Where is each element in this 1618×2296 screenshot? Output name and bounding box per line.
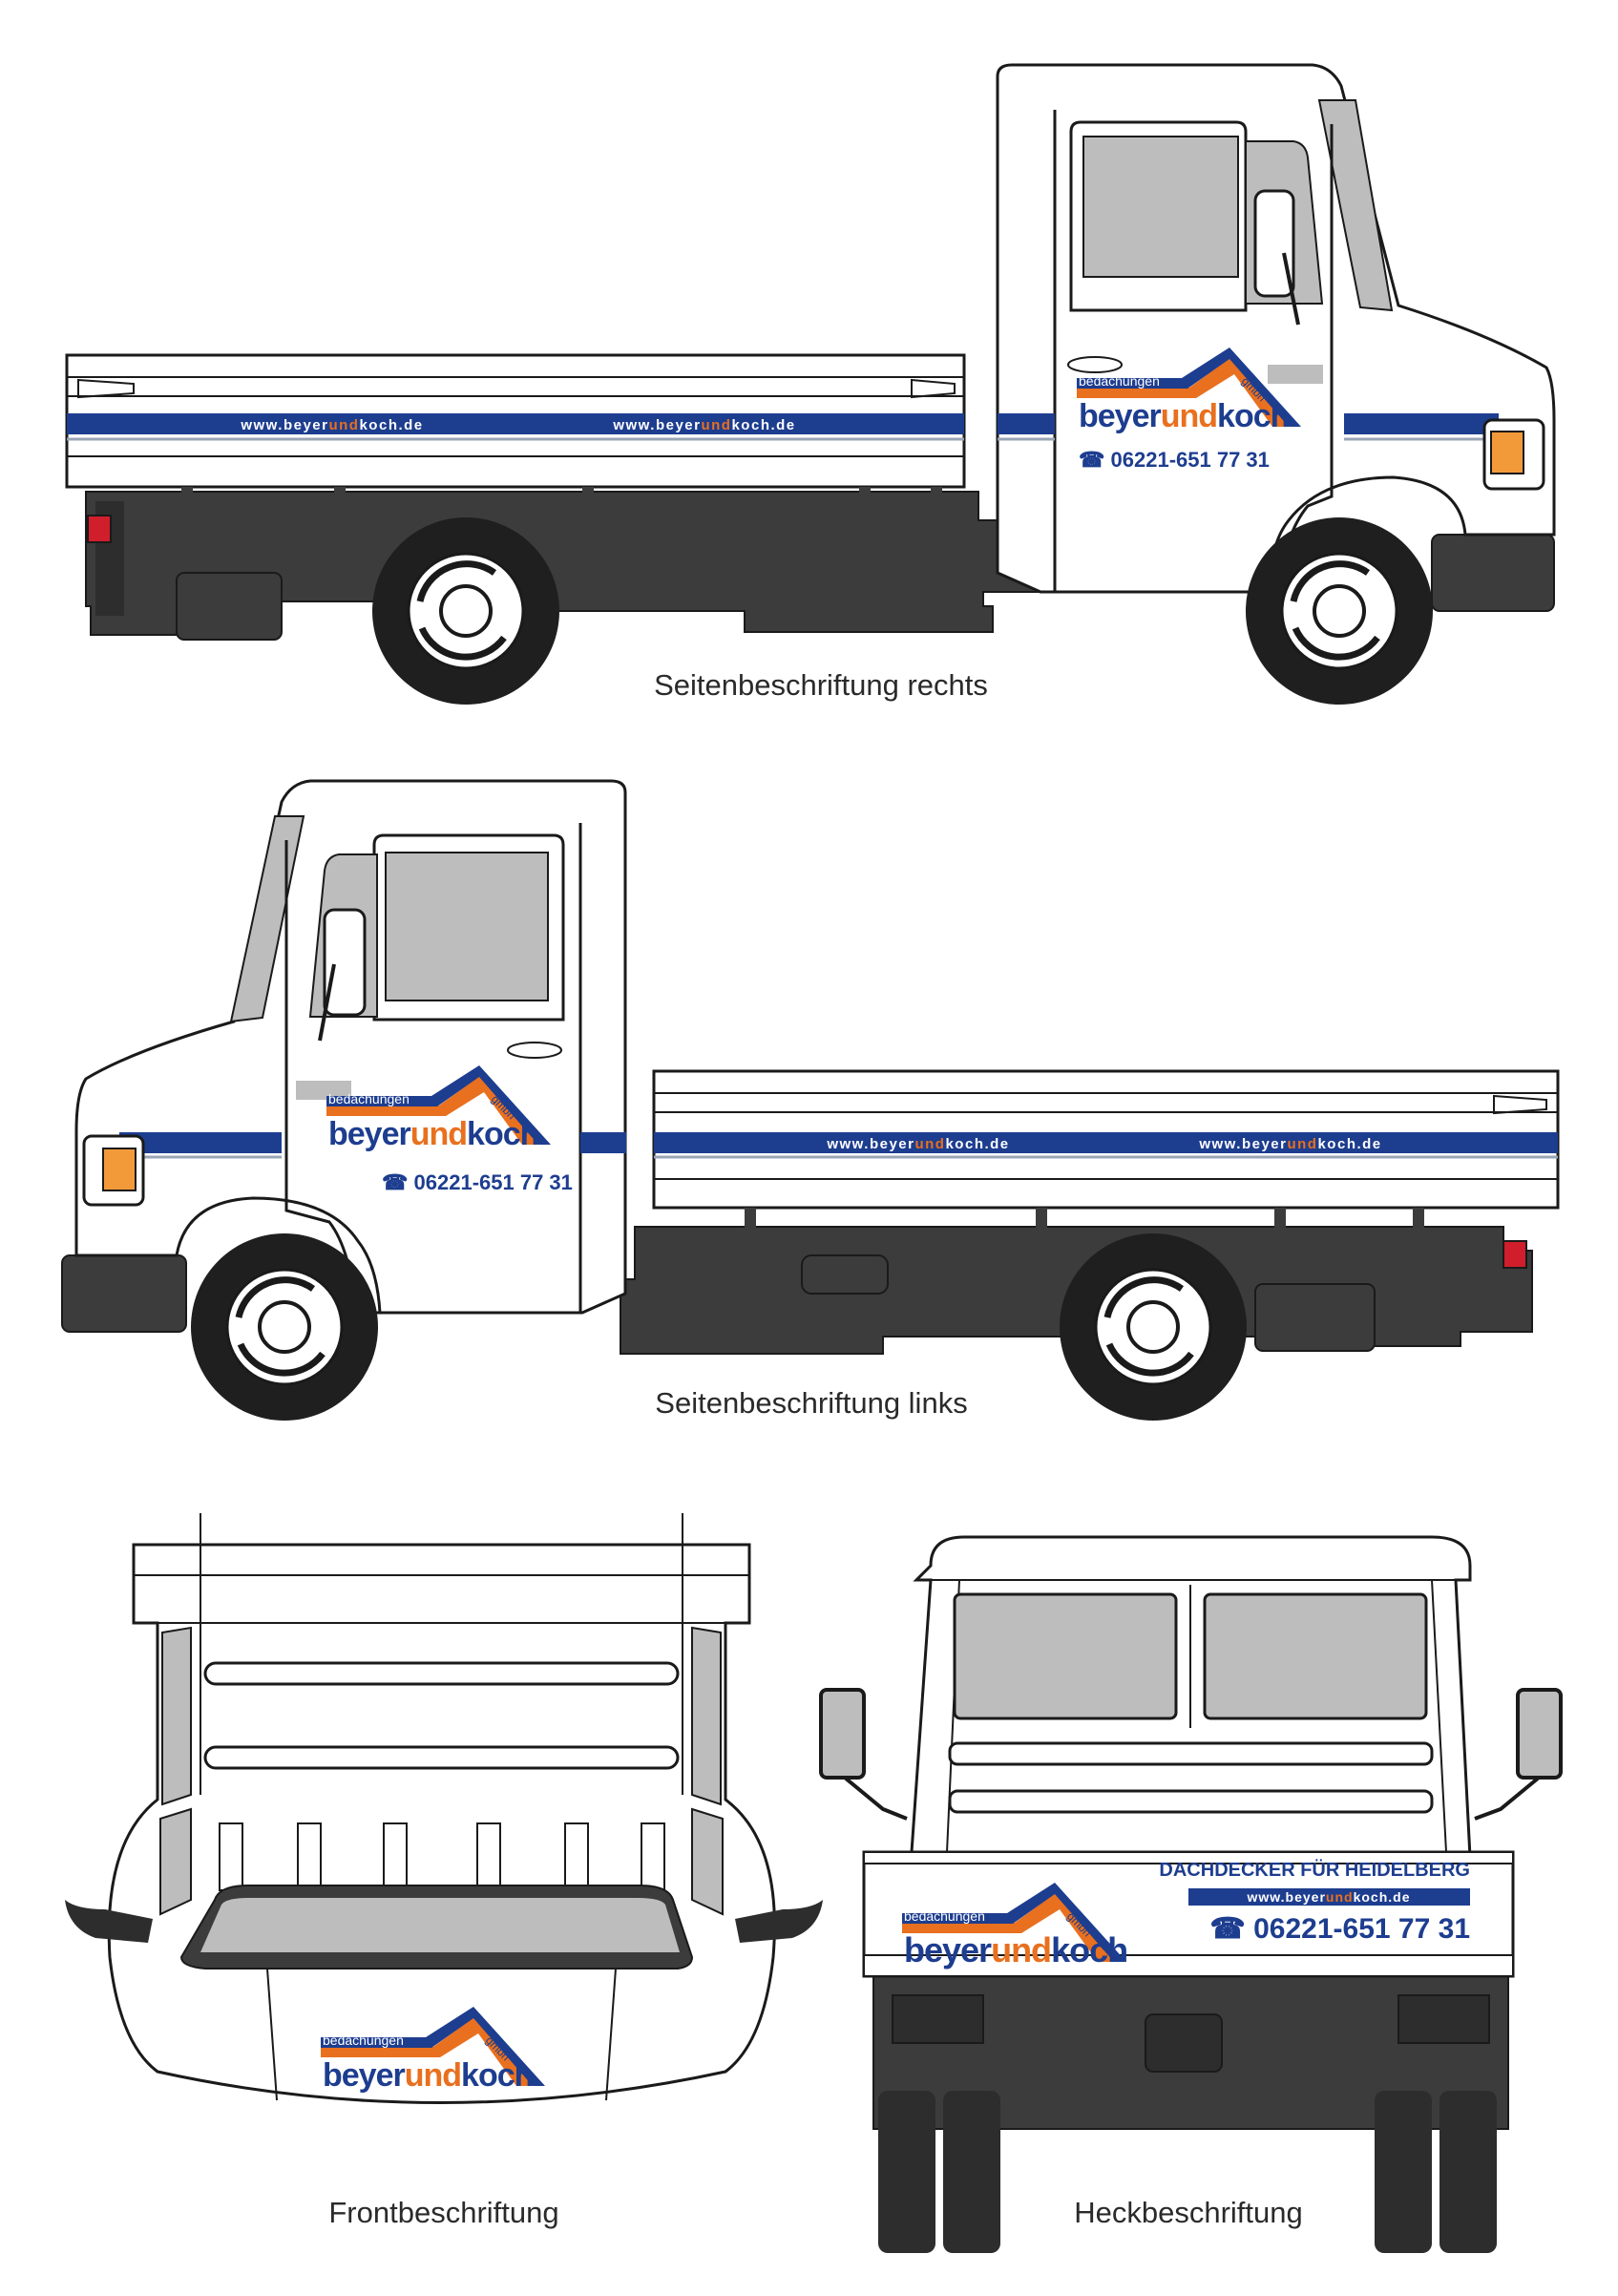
caption-rear: Heckbeschriftung bbox=[1074, 2196, 1303, 2229]
plate-placeholder bbox=[296, 1081, 351, 1100]
tail-light-icon bbox=[1502, 1240, 1527, 1269]
rear-url: www.beyerundkoch.de bbox=[1247, 1889, 1411, 1905]
rear-phone: ☎ 06221-651 77 31 bbox=[1209, 1913, 1470, 1945]
svg-text:beyerundkoch: beyerundkoch bbox=[328, 1116, 538, 1152]
caption-side-left: Seitenbeschriftung links bbox=[655, 1386, 968, 1420]
mirror-icon bbox=[1516, 1688, 1563, 1780]
bed-url-1: www.beyerundkoch.de bbox=[826, 1136, 1009, 1152]
door-logo: bedachungen gmbh beyerundkoch ☎ 06221-65… bbox=[326, 1065, 573, 1194]
truck-rear-view: bedachungen gmbh beyerundkoch DACHDECKER… bbox=[819, 1535, 1563, 2253]
rear-logo: bedachungen gmbh beyerundkoch bbox=[902, 1883, 1128, 1970]
front-logo: bedachungen gmbh beyerundkoch bbox=[321, 2007, 545, 2094]
wheel-icon bbox=[191, 1233, 378, 1421]
wheel-icon bbox=[878, 2091, 935, 2253]
windshield bbox=[200, 1898, 680, 1952]
svg-text:beyerundkoch: beyerundkoch bbox=[323, 2057, 533, 2094]
mirror-icon bbox=[735, 1900, 823, 1943]
blue-stripe bbox=[654, 1132, 1558, 1153]
plate-placeholder bbox=[1268, 365, 1323, 384]
mirror-icon bbox=[323, 908, 367, 1017]
cab-window bbox=[385, 852, 549, 1001]
door-handle bbox=[1067, 356, 1123, 373]
front-body bbox=[107, 1543, 776, 2104]
truck-side-left: www.beyerundkoch.de www.beyerundkoch.de … bbox=[61, 779, 1560, 1421]
wheel-icon bbox=[1246, 517, 1433, 705]
blue-stripe bbox=[67, 413, 964, 434]
bed-url-2: www.beyerundkoch.de bbox=[1198, 1136, 1381, 1152]
svg-text:bedachungen: bedachungen bbox=[1079, 373, 1160, 389]
mirror-icon bbox=[1253, 189, 1295, 298]
fuel-tank bbox=[1254, 1283, 1376, 1352]
windshield bbox=[1317, 99, 1394, 312]
rear-slogan: DACHDECKER FÜR HEIDELBERG bbox=[1159, 1859, 1470, 1881]
mirror-icon bbox=[819, 1688, 866, 1780]
cab-window bbox=[161, 1626, 192, 1806]
rear-window-right bbox=[1203, 1592, 1428, 1720]
mirror-icon bbox=[65, 1900, 153, 1943]
door-logo: bedachungen gmbh beyerundkoch ☎ 06221-65… bbox=[1077, 348, 1301, 472]
truck-front-view: bedachungen gmbh beyerundkoch bbox=[65, 1513, 823, 2104]
svg-text:beyerundkoch: beyerundkoch bbox=[904, 1930, 1127, 1970]
door-handle bbox=[507, 1042, 562, 1059]
caption-front: Frontbeschriftung bbox=[328, 2196, 559, 2229]
phone-icon: ☎ bbox=[1209, 1913, 1245, 1945]
tow-hitch bbox=[1145, 2013, 1223, 2073]
wheel-icon bbox=[372, 517, 559, 705]
cab-window bbox=[1082, 136, 1239, 278]
cab-window bbox=[691, 1626, 722, 1806]
rear-window-left bbox=[953, 1592, 1178, 1720]
wheel-icon bbox=[1439, 2091, 1497, 2253]
phone-icon: ☎ bbox=[382, 1170, 408, 1194]
fuel-tank bbox=[176, 572, 283, 641]
bed-url-2: www.beyerundkoch.de bbox=[612, 417, 795, 433]
bed-url-1: www.beyerundkoch.de bbox=[240, 417, 423, 433]
svg-text:☎ 06221-651 77 31: ☎ 06221-651 77 31 bbox=[382, 1170, 573, 1194]
svg-text:beyerundkoch: beyerundkoch bbox=[1079, 398, 1289, 434]
truck-side-right: www.beyerundkoch.de www.beyerundkoch.de … bbox=[65, 63, 1556, 705]
svg-text:bedachungen: bedachungen bbox=[904, 1908, 985, 1924]
svg-text:bedachungen: bedachungen bbox=[323, 2033, 404, 2048]
svg-text:☎ 06221-651 77 31: ☎ 06221-651 77 31 bbox=[1079, 448, 1270, 472]
wheel-icon bbox=[1375, 2091, 1432, 2253]
phone-icon: ☎ bbox=[1079, 448, 1104, 472]
tail-light-icon bbox=[87, 515, 112, 543]
front-bumper bbox=[61, 1254, 187, 1333]
front-bumper bbox=[1431, 534, 1555, 612]
caption-side-right: Seitenbeschriftung rechts bbox=[654, 668, 988, 702]
wheel-icon bbox=[943, 2091, 1000, 2253]
svg-text:bedachungen: bedachungen bbox=[328, 1091, 410, 1106]
